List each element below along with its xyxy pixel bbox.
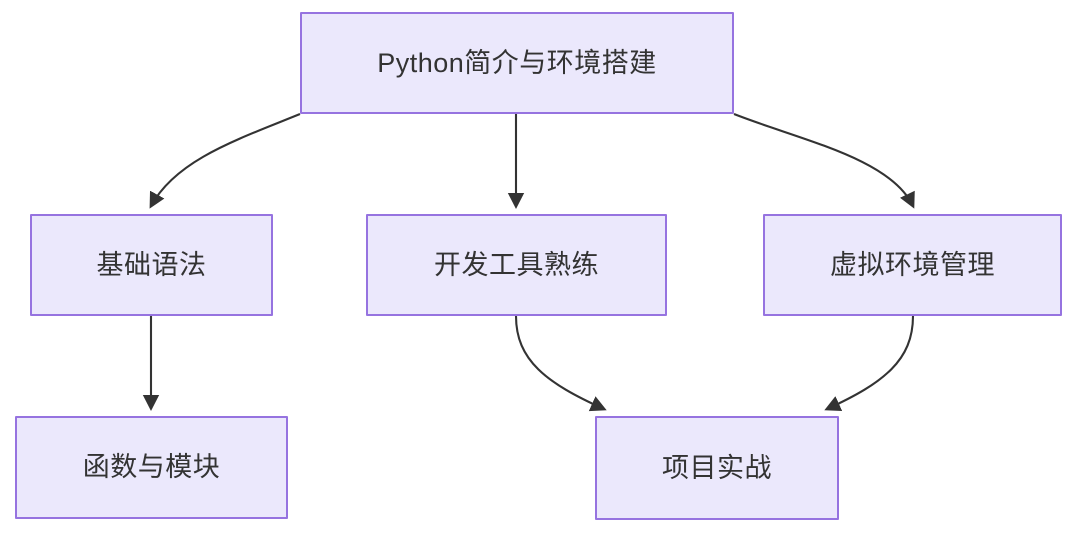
node-label: 函数与模块 [82,452,221,483]
node-label: 基础语法 [96,249,207,280]
node-functions-and-modules[interactable]: 函数与模块 [15,416,288,519]
edge-root-to-basics [149,113,301,209]
node-label: 项目实战 [662,452,772,483]
node-project-practice[interactable]: 项目实战 [595,416,839,520]
node-python-intro-environment[interactable]: Python简介与环境搭建 [300,12,734,114]
node-virtual-environment-management[interactable]: 虚拟环境管理 [763,214,1062,316]
edge-venv-to-project [824,315,915,412]
edge-tools-to-project [514,315,607,412]
edge-root-to-venv [733,113,915,209]
node-label: 虚拟环境管理 [830,249,995,280]
node-label: 开发工具熟练 [434,249,599,280]
node-dev-tools-proficiency[interactable]: 开发工具熟练 [366,214,667,316]
node-basic-syntax[interactable]: 基础语法 [30,214,273,316]
node-label: Python简介与环境搭建 [377,47,657,78]
